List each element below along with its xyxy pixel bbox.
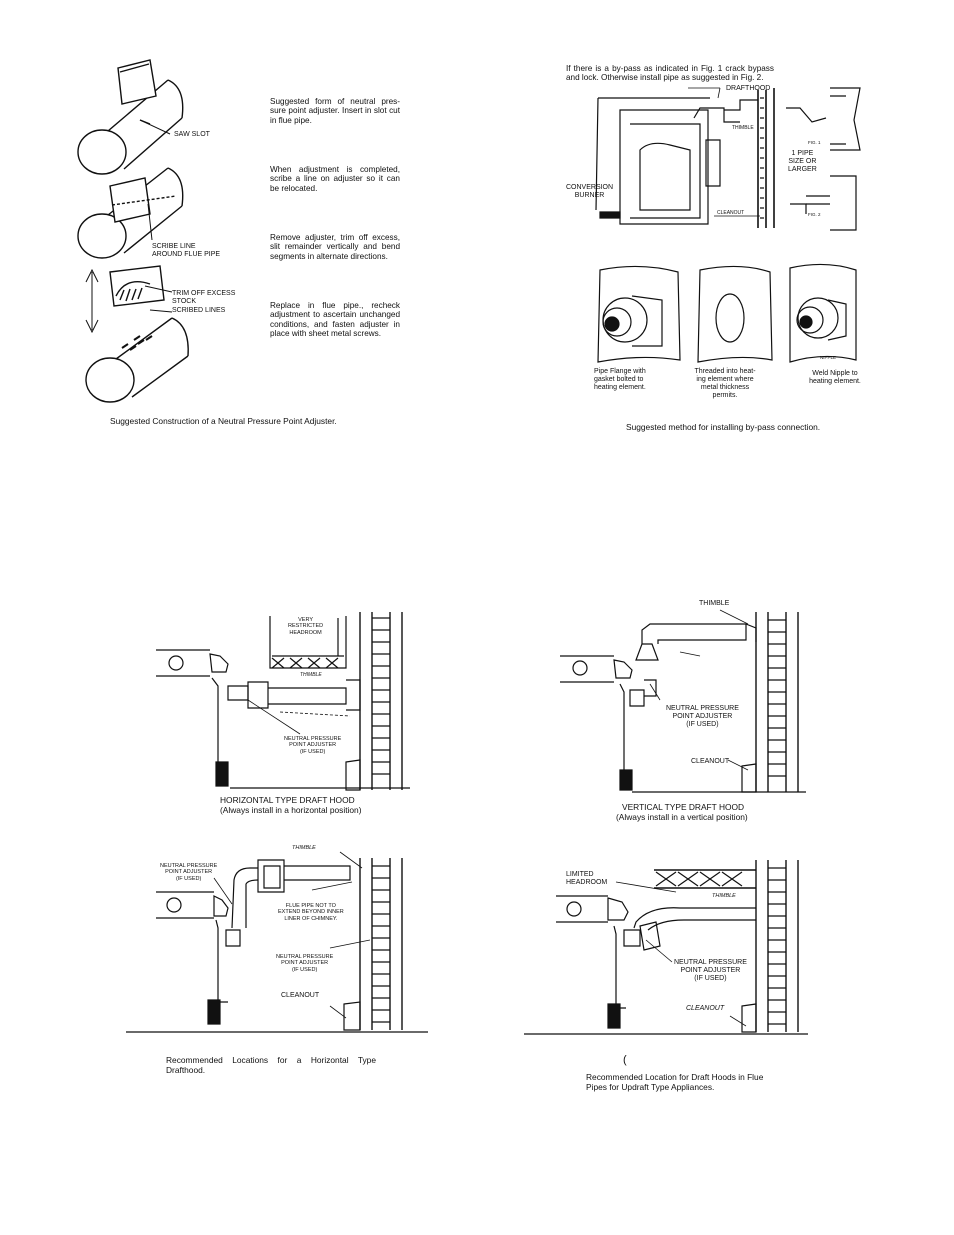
very-restricted-label: VERY RESTRICTED HEADROOM xyxy=(288,617,324,636)
bypass-intro: If there is a by-pass as indicated in Fi… xyxy=(566,64,774,83)
limited-headroom-label: LIMITED HEADROOM xyxy=(566,871,608,887)
v-npp-label: NEUTRAL PRESSURE POINT ADJUSTER (IF USED… xyxy=(666,705,739,729)
u-paren: ( xyxy=(623,1054,627,1066)
vertical-caption-2: (Always install in a vertical position) xyxy=(616,812,748,822)
bypass-thimble-label: THIMBLE xyxy=(732,125,754,131)
pipe-size-label: 1 PIPE SIZE OR LARGER xyxy=(788,150,817,174)
bypass-caption: Suggested method for installing by-pass … xyxy=(626,422,821,432)
h-npp-label: NEUTRAL PRESSURE POINT ADJUSTER (IF USED… xyxy=(284,736,342,755)
hl-npp-label-2: NEUTRAL PRESSURE POINT ADJUSTER (IF USED… xyxy=(276,954,334,973)
hl-npp-label: NEUTRAL PRESSURE POINT ADJUSTER (IF USED… xyxy=(160,863,218,882)
scribe-line-label: SCRIBE LINE AROUND FLUE PIPE xyxy=(152,243,221,259)
drafthood-label: DRAFTHOOD xyxy=(726,85,771,92)
fig1-label: FIG. 1 xyxy=(808,140,821,145)
adjuster-step-1: Suggested form of neutral pres-sure poin… xyxy=(270,97,400,125)
adjuster-step-4: Replace in flue pipe., recheck adjustmen… xyxy=(270,301,400,339)
horizontal-caption-2: (Always install in a horizontal position… xyxy=(220,805,362,815)
u-thimble-label: THIMBLE xyxy=(712,893,736,899)
trim-label: TRIM OFF EXCESS STOCK xyxy=(172,290,236,306)
adjuster-caption: Suggested Construction of a Neutral Pres… xyxy=(110,416,337,426)
horizontal-caption-1: HORIZONTAL TYPE DRAFT HOOD xyxy=(220,795,355,805)
h-thimble-label: THIMBLE xyxy=(300,672,322,678)
hl-flue-note: FLUE PIPE NOT TO EXTEND BEYOND INNER LIN… xyxy=(278,903,344,922)
conversion-burner-label: CONVERSION BURNER xyxy=(566,184,614,200)
method-2-text: Threaded into heat-ing element where met… xyxy=(694,368,756,400)
hl-cleanout-label: CLEANOUT xyxy=(281,992,320,999)
adjuster-step-3: Remove adjuster, trim off excess, slit r… xyxy=(270,233,400,261)
u-cleanout-label: CLEANOUT xyxy=(686,1005,725,1012)
hl-caption: Recommended Locations for a Horizontal T… xyxy=(166,1055,376,1075)
fig2-label: FIG. 2 xyxy=(808,212,821,217)
u-npp-label: NEUTRAL PRESSURE POINT ADJUSTER (IF USED… xyxy=(674,959,747,983)
vertical-caption-1: VERTICAL TYPE DRAFT HOOD xyxy=(622,802,745,812)
v-thimble-label: THIMBLE xyxy=(699,600,730,607)
method-1-text: Pipe Flange with gasket bolted to heatin… xyxy=(594,368,646,392)
saw-slot-label: SAW SLOT xyxy=(174,131,210,138)
nipple-label: NIPPLE xyxy=(820,355,837,360)
scribed-lines-label: SCRIBED LINES xyxy=(172,307,226,314)
adjuster-step-2: When adjustment is completed, scribe a l… xyxy=(270,165,400,193)
method-3-text: Weld Nipple to heating element. xyxy=(809,370,861,386)
v-cleanout-label: CLEANOUT xyxy=(691,758,730,765)
bypass-cleanout-label: CLEANOUT xyxy=(717,210,745,216)
hl-thimble-label: THIMBLE xyxy=(292,845,316,851)
u-caption: Recommended Location for Draft Hoods in … xyxy=(586,1072,764,1092)
